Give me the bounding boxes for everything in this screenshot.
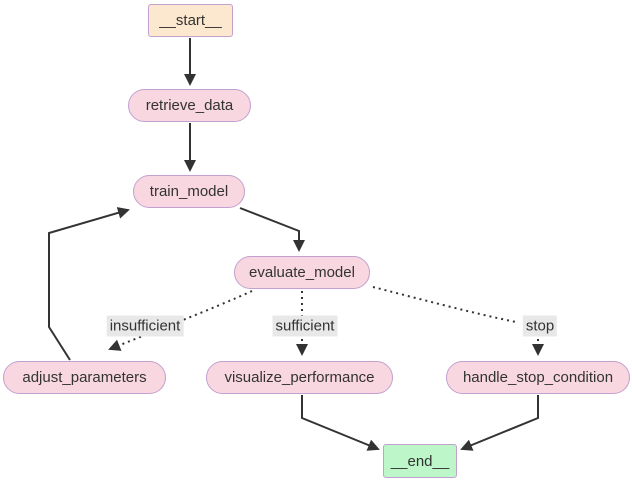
edge-label-stop: stop [522, 315, 558, 337]
edge-label-insufficient: insufficient [106, 315, 184, 337]
node-start: __start__ [148, 4, 233, 37]
edge-label-sufficient: sufficient [272, 315, 338, 337]
edge-evaluate_model-handle_stop_condition-upper [372, 286, 517, 323]
edge-visualize_performance-end [301, 395, 380, 451]
node-train-model: train_model [133, 175, 245, 208]
node-evaluate-model: evaluate_model [234, 256, 370, 289]
node-handle-stop-condition: handle_stop_condition [446, 361, 630, 394]
edge-handle_stop_condition-end [460, 395, 539, 451]
node-retrieve-data: retrieve_data [128, 89, 251, 122]
node-end: __end__ [383, 444, 457, 478]
node-adjust-parameters: adjust_parameters [3, 361, 166, 394]
edge-train_model-evaluate_model [239, 207, 305, 252]
edge-adjust_parameters-train_model [48, 207, 130, 361]
node-visualize-performance: visualize_performance [206, 361, 393, 394]
